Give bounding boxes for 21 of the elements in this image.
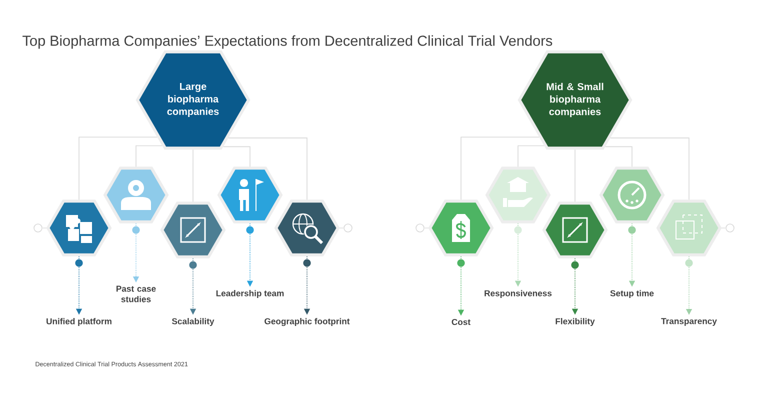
item-label: Setup time — [610, 290, 654, 298]
connector — [78, 136, 158, 200]
hexagon: Large biopharma companies — [136, 50, 250, 150]
item-label: Cost — [452, 318, 470, 326]
item-label: Scalability — [172, 318, 214, 326]
connector — [460, 136, 540, 200]
connector — [136, 145, 163, 168]
item-label: Transparency — [661, 318, 717, 326]
item-label: Unified platform — [46, 318, 112, 326]
item-label: Leadership team — [216, 290, 284, 298]
item-label: Responsiveness — [484, 290, 552, 298]
connector — [518, 145, 545, 168]
connector — [222, 146, 250, 168]
title: Top Biopharma Companies’ Expectations from Decentralized Clinical Trial Vendors — [22, 35, 552, 49]
item-label: Geographic footprint — [264, 318, 350, 326]
connector — [228, 138, 308, 200]
item-label: Flexibility — [556, 318, 595, 326]
connector — [610, 138, 690, 200]
item-label: Past case studies — [116, 286, 156, 302]
connector — [604, 146, 632, 168]
hexagon: Mid & Small biopharma companies — [518, 50, 632, 150]
